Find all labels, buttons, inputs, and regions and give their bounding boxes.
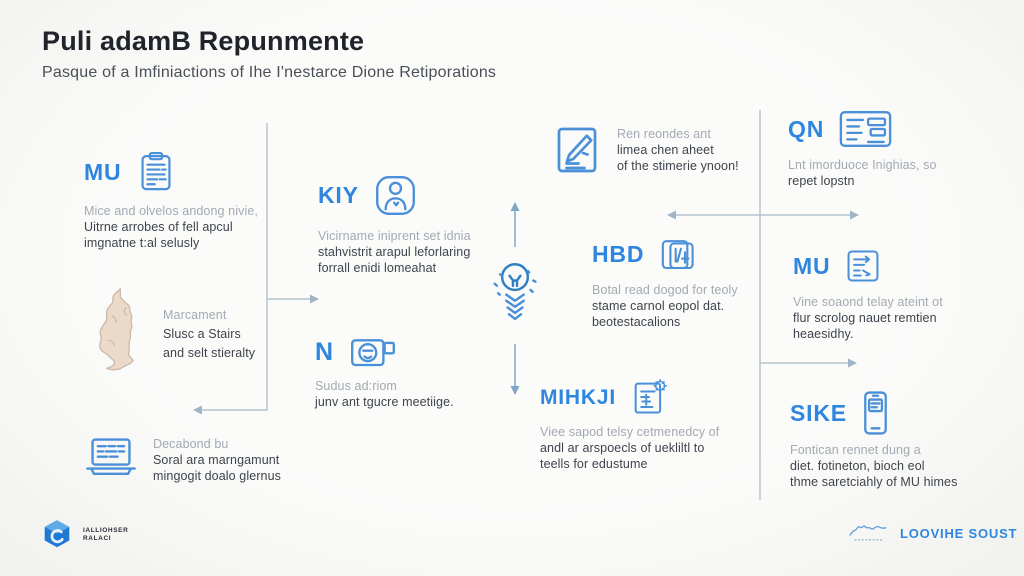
report-panel-icon xyxy=(847,250,879,282)
section-heading: N xyxy=(315,337,334,366)
map-shape xyxy=(99,288,134,371)
calendar-date-icon xyxy=(662,240,694,270)
section-kiy: KIY Vicirname iniprent set idnia stahvis… xyxy=(318,172,498,276)
section-text-line: diet. fotineton, bioch eol xyxy=(790,459,925,473)
section-heading: KIY xyxy=(318,182,359,208)
section-heading: MU xyxy=(84,158,122,185)
camera-icon xyxy=(350,339,395,367)
section-mihkji: MIHKJI Viee sapod telsy cetmenedcy of an… xyxy=(540,377,750,472)
section-text-line: Mice and olvelos andong nivie, xyxy=(84,204,258,218)
section-text-line: flur scrolog nauet remtien xyxy=(793,311,937,325)
section-heading: MIHKJI xyxy=(540,385,616,409)
section-text-line: Vicirname iniprent set idnia xyxy=(318,229,471,243)
section-qn: QN Lnt imorduoce Inighias, so repet lops… xyxy=(788,108,988,189)
page-subtitle: Pasque of a Imfiniactions of Ihe I'nesta… xyxy=(42,64,497,81)
section-ren: Ren reondes ant limea chen aheet of the … xyxy=(550,123,780,177)
section-text-line: Sudus ad:riom xyxy=(315,379,397,393)
section-text-line: mingogit doalo glernus xyxy=(153,469,281,483)
section-mu-right: MU Vine soaond telay ateint ot flur scro… xyxy=(793,246,993,342)
section-heading: SIKE xyxy=(790,399,847,426)
section-text-line: imgnatne t:al selusly xyxy=(84,236,200,250)
section-decabond: Decabond bu Soral ara marngamunt mingogi… xyxy=(82,434,312,484)
footer-right-brand-text: LOOVIHE SOUST xyxy=(900,525,1018,541)
section-heading: MU xyxy=(793,252,831,279)
document-pen-icon xyxy=(557,127,597,173)
section-mu-left: MU Mice and olvelos andong nivie, Uitrne… xyxy=(84,150,299,251)
section-text-line: Botal read dogod for teoly xyxy=(592,283,738,297)
section-heading: QN xyxy=(788,115,825,142)
section-sike: SIKE Fontican rennet dung a diet. fotine… xyxy=(790,390,1000,490)
signature-scribble-icon xyxy=(849,525,887,541)
section-text-line: and selt stieralty xyxy=(163,346,256,360)
section-n: N Sudus ad:riom junv ant tgucre meetiige… xyxy=(315,332,505,410)
phone-icon xyxy=(864,391,887,435)
section-text-line: stame carnol eopol dat. xyxy=(592,299,725,313)
page-title: Puli adamB Repunmente xyxy=(42,26,365,56)
section-text-line: beotestacalions xyxy=(592,315,681,329)
section-text-line: repet lopstn xyxy=(788,174,855,188)
laptop-icon xyxy=(86,438,136,476)
section-text-line: of the stimerie ynoon! xyxy=(617,159,739,173)
section-text-line: Fontican rennet dung a xyxy=(790,443,921,457)
cube-logo xyxy=(44,520,70,548)
section-text-line: forrall enidi lomeahat xyxy=(318,261,437,275)
document-gear-icon xyxy=(634,379,667,414)
table-card-icon xyxy=(839,110,892,148)
center-arrow-heads xyxy=(510,202,520,395)
section-text-line: Decabond bu xyxy=(153,437,229,451)
section-marcament: Marcament Slusc a Stairs and selt stiera… xyxy=(88,285,308,379)
footer-left-brand: IALLIOHSER RALACI xyxy=(42,519,128,551)
footer-left-text-line: RALACI xyxy=(83,535,112,542)
section-text-line: Soral ara marngamunt xyxy=(153,453,280,467)
section-text-line: thme saretciahly of MU himes xyxy=(790,475,958,489)
arrow-heads xyxy=(193,210,859,415)
person-badge-icon xyxy=(375,176,415,215)
footer-left-text-line: IALLIOHSER xyxy=(83,527,129,534)
structure-lines xyxy=(200,110,852,500)
section-text-line: stahvistrit arapul leforlaring xyxy=(318,245,471,259)
section-hbd: HBD Botal read dogod for teoly stame car… xyxy=(592,233,782,330)
section-text-line: Viee sapod telsy cetmenedcy of xyxy=(540,425,720,439)
section-text-line: teells for edustume xyxy=(540,457,648,471)
section-text-line: Marcament xyxy=(163,308,227,322)
section-text-line: Uitrne arrobes of fell apcul xyxy=(84,220,233,234)
section-text-line: Lnt imorduoce Inighias, so xyxy=(788,158,937,172)
section-text-line: Vine soaond telay ateint ot xyxy=(793,295,943,309)
section-text-line: limea chen aheet xyxy=(617,143,714,157)
lightbulb-idea-icon xyxy=(493,263,537,321)
section-text-line: andl ar arspoecls of uekliltl to xyxy=(540,441,705,455)
section-text-line: Slusc a Stairs xyxy=(163,327,241,341)
section-heading: HBD xyxy=(592,240,645,267)
clipboard-icon xyxy=(141,151,171,191)
footer-right-brand: LOOVIHE SOUST xyxy=(848,521,1017,545)
section-text-line: heaesidhy. xyxy=(793,327,854,341)
section-text-line: Ren reondes ant xyxy=(617,127,711,141)
section-text-line: junv ant tgucre meetiige. xyxy=(315,395,454,409)
